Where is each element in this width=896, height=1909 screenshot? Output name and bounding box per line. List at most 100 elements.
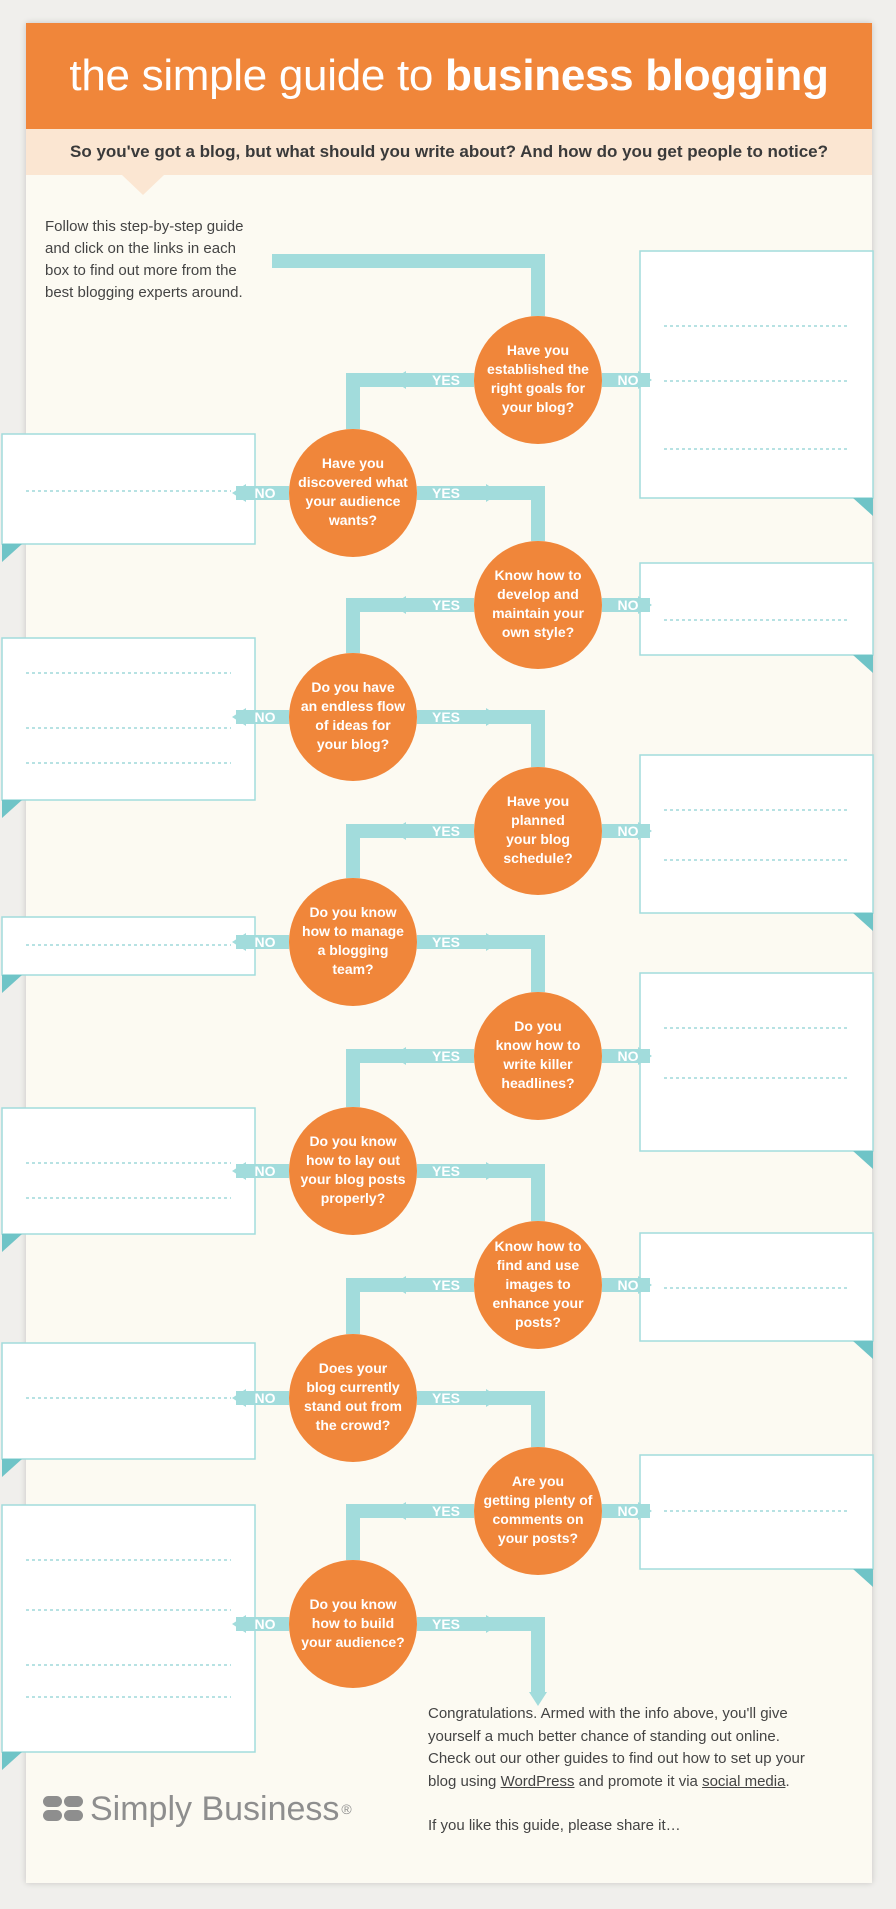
yes-label: YES [432, 372, 460, 388]
info-box[interactable] [1, 1342, 256, 1460]
outro-text: Congratulations. Armed with the info abo… [428, 1703, 858, 1838]
question-line: an endless flow [300, 698, 406, 714]
question-line: your posts? [497, 1530, 579, 1546]
question-circle-q3[interactable] [474, 541, 602, 669]
question-line: right goals for [490, 380, 586, 396]
yes-connector [417, 935, 545, 949]
question-circle-q4[interactable] [289, 653, 417, 781]
arrow-left-icon [392, 1047, 406, 1065]
question-circle-q2[interactable] [289, 429, 417, 557]
question-line: Do you know [309, 1595, 397, 1612]
question-line: develop and [497, 586, 579, 602]
arrow-right-icon [638, 596, 652, 614]
question-line: Do you know [309, 904, 397, 920]
wordpress-link[interactable]: WordPress [500, 1772, 575, 1790]
arrow-right-icon [486, 1389, 500, 1407]
info-box[interactable] [639, 250, 874, 499]
info-box[interactable] [1, 1504, 256, 1753]
no-label: NO [255, 1163, 276, 1179]
arrow-right-icon [486, 1615, 500, 1633]
question-line: write killer [503, 1056, 573, 1072]
info-box[interactable] [1, 637, 256, 801]
info-box[interactable] [639, 562, 874, 656]
yes-connector [417, 710, 545, 724]
arrow-right-icon [638, 822, 652, 840]
arrow-right-icon [638, 371, 652, 389]
question-circle-q11[interactable] [474, 1447, 602, 1575]
question-line: Know how to [494, 1237, 582, 1254]
question-circle-q10[interactable] [289, 1334, 417, 1462]
no-label: NO [618, 372, 639, 388]
no-label: NO [255, 709, 276, 725]
question-line: the crowd? [315, 1417, 391, 1433]
info-box[interactable] [639, 754, 874, 914]
social-media-link[interactable]: social media [702, 1772, 786, 1790]
question-line: how to manage [302, 923, 404, 939]
yes-label: YES [432, 485, 460, 501]
intro-line: box to find out more from the [45, 262, 237, 279]
no-label: NO [255, 1390, 276, 1406]
question-line: how to lay out [305, 1152, 401, 1168]
question-line: Have you [321, 455, 385, 471]
yes-label: YES [432, 1616, 460, 1632]
info-box-corner-fold [2, 1752, 22, 1770]
question-line: Are you [511, 1473, 565, 1489]
info-box[interactable] [1, 1107, 256, 1235]
question-line: enhance your [492, 1294, 584, 1311]
question-circle-q7[interactable] [474, 992, 602, 1120]
info-box[interactable] [639, 1232, 874, 1342]
info-box[interactable] [1, 433, 256, 545]
question-line: images to [505, 1275, 571, 1292]
arrow-left-icon [232, 1389, 246, 1407]
question-line: a blogging [317, 942, 389, 958]
arrow-right-icon [486, 484, 500, 502]
yes-label: YES [432, 823, 460, 839]
intro-line: best blogging experts around. [45, 284, 243, 301]
yes-connector [346, 824, 474, 838]
question-circle-q8[interactable] [289, 1107, 417, 1235]
question-circle-q9[interactable] [474, 1221, 602, 1349]
no-label: NO [255, 1616, 276, 1632]
question-circle-q12[interactable] [289, 1560, 417, 1688]
no-label: NO [618, 1277, 639, 1293]
question-line: Do you know [309, 1133, 397, 1149]
info-box[interactable] [639, 972, 874, 1152]
question-line: Have you [506, 793, 570, 809]
question-circle-q6[interactable] [289, 878, 417, 1006]
info-box-corner-fold [2, 975, 22, 993]
arrow-right-icon [486, 933, 500, 951]
title-banner: the simple guide to business blogging [26, 23, 872, 129]
question-line: how to build [311, 1614, 395, 1631]
outro-line: Check out our other guides to find out h… [428, 1750, 805, 1767]
question-line: getting plenty of [483, 1492, 593, 1508]
info-box-corner-fold [853, 655, 873, 673]
question-line: schedule? [503, 850, 573, 866]
arrow-left-icon [232, 484, 246, 502]
question-circle-q1[interactable] [474, 316, 602, 444]
arrow-left-icon [392, 1502, 406, 1520]
yes-connector [417, 486, 545, 500]
info-box[interactable] [639, 1454, 874, 1570]
outro-line: yourself a much better chance of standin… [428, 1727, 780, 1745]
arrow-right-icon [638, 1276, 652, 1294]
question-line: your audience? [301, 1633, 405, 1650]
question-circle-q5[interactable] [474, 767, 602, 895]
outro-line: and promote it via [574, 1772, 703, 1790]
question-line: properly? [320, 1190, 386, 1206]
yes-label: YES [432, 1390, 460, 1406]
question-line: maintain your [492, 605, 584, 621]
info-box[interactable] [1, 916, 256, 976]
arrow-left-icon [392, 596, 406, 614]
info-box-corner-fold [853, 1569, 873, 1587]
yes-connector-down [346, 373, 360, 429]
